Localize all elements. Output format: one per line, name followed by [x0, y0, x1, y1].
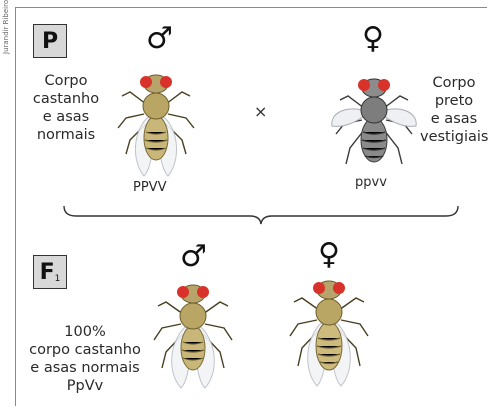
- fly-thorax: [316, 299, 342, 325]
- fly-eye: [177, 286, 189, 298]
- fly-abdomen: [144, 116, 168, 160]
- female-symbol: ♀: [362, 24, 384, 54]
- f1-female-symbol: ♀: [318, 240, 340, 270]
- fly-thorax: [143, 93, 169, 119]
- fly-eye: [358, 79, 370, 91]
- fly-leg: [118, 114, 144, 128]
- fly-abdomen: [181, 326, 205, 370]
- fly-eye: [140, 76, 152, 88]
- fly-eye: [378, 79, 390, 91]
- male-parent-fly-illustration: [112, 62, 200, 182]
- f1-male-fly-illustration: [148, 272, 238, 394]
- f1-description: 100% corpo castanho e asas normais PpVv: [20, 323, 150, 395]
- cross-symbol: ×: [254, 102, 267, 121]
- fly-eye: [197, 286, 209, 298]
- fly-leg: [384, 96, 408, 108]
- fly-leg: [294, 298, 319, 310]
- image-credit: Jurandir Ribeiro: [2, 0, 16, 80]
- fly-leg: [339, 298, 364, 310]
- parental-generation-label: P: [33, 24, 67, 58]
- male-symbol: ♂: [146, 24, 173, 54]
- fly-vestigial-wing: [384, 109, 416, 126]
- fly-eye: [313, 282, 325, 294]
- fly-leg: [158, 302, 183, 314]
- female-parent-description: Corpo preto e asas vestigiais: [420, 74, 488, 146]
- f1-male-symbol: ♂: [180, 242, 207, 272]
- fly-leg: [203, 302, 228, 314]
- fly-leg: [168, 114, 194, 128]
- offspring-brace: [62, 204, 460, 226]
- fly-leg: [122, 92, 146, 104]
- fly-eye: [333, 282, 345, 294]
- female-parent-genotype: ppvv: [355, 175, 387, 190]
- fly-leg: [340, 96, 364, 108]
- fly-vestigial-wing: [332, 109, 364, 126]
- fly-thorax: [180, 303, 206, 329]
- female-parent-fly-illustration: [328, 66, 420, 174]
- male-parent-genotype: PPVV: [133, 180, 166, 195]
- fly-thorax: [361, 97, 387, 123]
- fly-leg: [166, 92, 190, 104]
- f1-female-fly-illustration: [284, 268, 374, 392]
- fly-eye: [160, 76, 172, 88]
- male-parent-description: Corpo castanho e asas normais: [26, 72, 106, 144]
